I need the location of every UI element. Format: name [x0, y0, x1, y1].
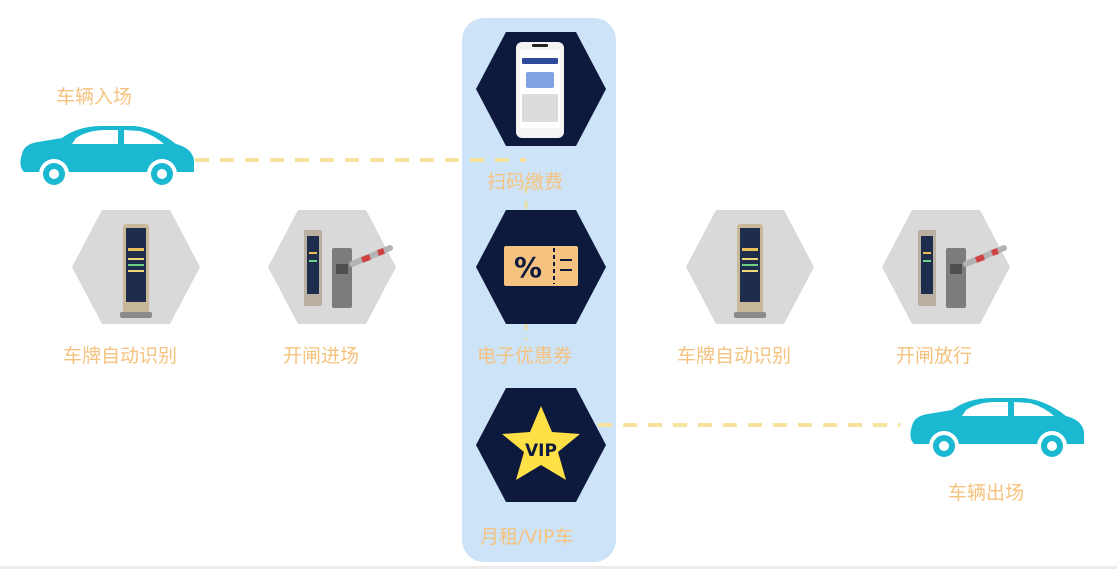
vip-badge-text: VIP — [525, 441, 557, 461]
scan-pay-label: 扫码缴费 — [487, 171, 564, 193]
coupon-percent-symbol: % — [514, 251, 542, 284]
barrier-gate-icon — [304, 230, 393, 308]
exit-car-icon — [910, 398, 1084, 461]
entry-gate-hexagon — [268, 210, 396, 324]
entry-recognition-label: 车牌自动识别 — [63, 345, 178, 367]
exit-gate-hexagon — [882, 210, 1010, 324]
barrier-gate-icon — [918, 230, 1007, 308]
entry-car-icon — [20, 126, 195, 189]
coupon-ticket-icon — [504, 246, 578, 286]
star-icon — [502, 406, 580, 480]
coupon-label: 电子优惠券 — [477, 345, 573, 367]
entry-recognition-hexagon — [72, 210, 200, 324]
exit-gate-label: 开闸放行 — [896, 345, 973, 367]
plate-recognition-terminal-icon — [734, 224, 766, 318]
coupon-hexagon: % — [476, 210, 606, 324]
plate-recognition-terminal-icon — [120, 224, 152, 318]
mobile-phone-icon — [516, 42, 564, 138]
exit-label: 车辆出场 — [948, 482, 1025, 504]
vip-hexagon: VIP — [476, 388, 606, 502]
entry-label: 车辆入场 — [56, 86, 133, 108]
exit-recognition-label: 车牌自动识别 — [677, 345, 792, 367]
exit-recognition-hexagon — [686, 210, 814, 324]
vip-label: 月租/VIP车 — [480, 526, 574, 548]
scan-pay-hexagon — [476, 32, 606, 146]
bottom-divider — [0, 566, 1117, 569]
entry-gate-label: 开闸进场 — [283, 345, 360, 367]
